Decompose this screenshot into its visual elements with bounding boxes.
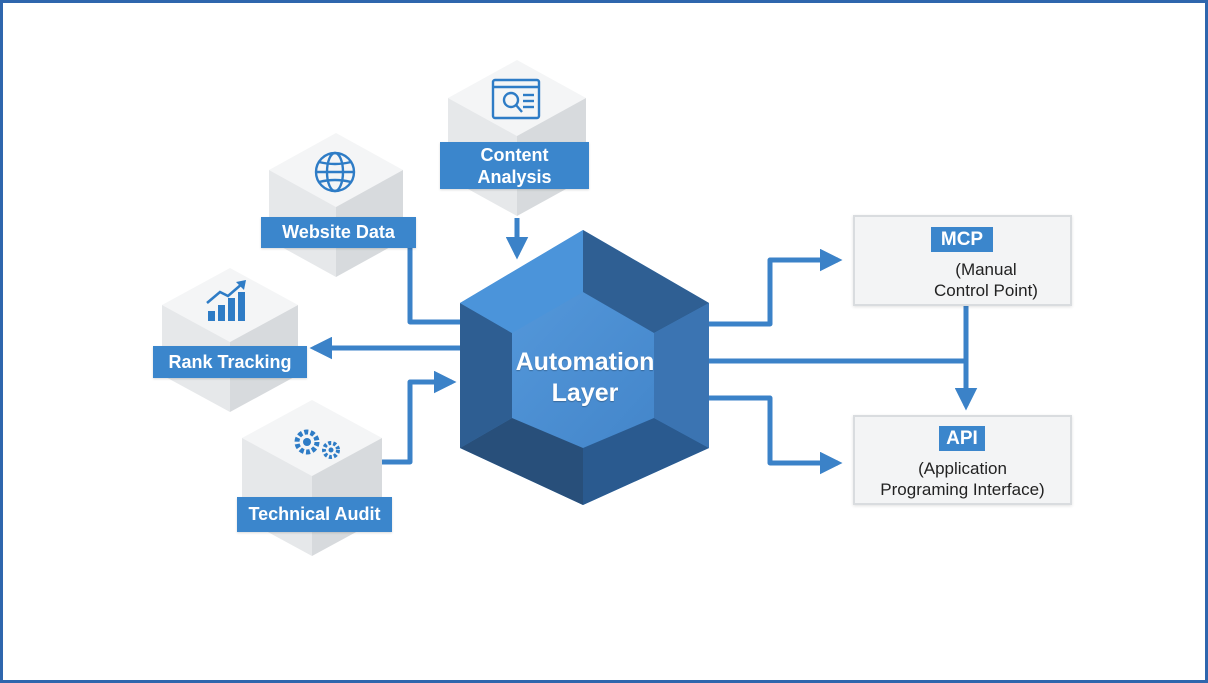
content-analysis-line1: Content — [480, 144, 549, 165]
automation-layer-label: Automation Layer — [460, 336, 710, 420]
arrow-hub-to-mcp — [706, 248, 843, 327]
api-line1: (Application — [918, 459, 1007, 478]
hub-line1: Automation — [515, 348, 655, 376]
api-line2: Programing Interface) — [880, 480, 1045, 499]
rank-tracking-label: Rank Tracking — [153, 346, 307, 378]
technical-audit-label: Technical Audit — [237, 497, 392, 532]
website-data-label: Website Data — [261, 217, 416, 248]
hub-line2: Layer — [551, 379, 619, 407]
api-tag: API — [939, 426, 985, 451]
api-description: (Application Programing Interface) — [857, 458, 1068, 500]
mcp-line2: Control Point) — [934, 281, 1038, 300]
mcp-box: MCP (Manual Control Point) — [853, 215, 1072, 306]
cube-website-data — [269, 133, 403, 277]
cube-technical-audit — [242, 400, 382, 556]
connector-website-to-hub — [407, 240, 470, 325]
automation-layer-hub — [460, 230, 709, 505]
arrow-hub-to-api-lower — [706, 395, 843, 475]
content-analysis-line2: Analysis — [477, 166, 552, 187]
mcp-description: (Manual Control Point) — [905, 259, 1067, 301]
mcp-tag: MCP — [931, 227, 993, 252]
bar-chart-trend-icon — [206, 280, 246, 321]
arrow-audit-to-hub — [382, 370, 457, 465]
cube-rank-tracking — [162, 268, 298, 412]
content-analysis-label: Content Analysis — [440, 142, 589, 189]
gears-icon — [294, 429, 340, 459]
cube-content-analysis — [448, 60, 586, 216]
api-box: API (Application Programing Interface) — [853, 415, 1072, 505]
globe-icon — [314, 151, 356, 193]
mcp-line1: (Manual — [955, 260, 1017, 279]
content-search-icon — [491, 78, 541, 120]
